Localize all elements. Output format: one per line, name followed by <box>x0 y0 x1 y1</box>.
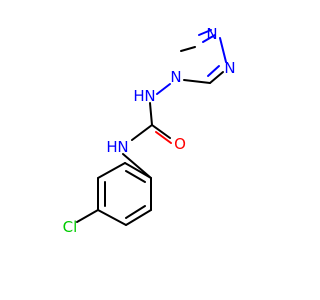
bond-ar2-inner <box>125 205 146 219</box>
bond-n2-c3-double <box>207 65 220 77</box>
bonds <box>76 29 227 226</box>
bond-carbonyl-o-double <box>155 131 172 144</box>
bond-n4-amino <box>156 83 171 95</box>
atom-amino-n: N <box>144 87 155 105</box>
atom-urea-o: O <box>174 135 186 153</box>
bond-ar3 <box>97 209 127 226</box>
bond-c5-n1 <box>202 34 216 43</box>
bond-n2-c3 <box>209 71 224 84</box>
bond-c3-n4 <box>183 79 211 84</box>
bond-n1-n2 <box>219 37 227 63</box>
atom-amino-h: H <box>133 87 144 105</box>
bond-c5-n1-double <box>198 29 212 36</box>
bond-c-cl <box>76 209 99 223</box>
atom-urea-n: N <box>117 138 128 156</box>
bond-amino-carbonyl <box>149 102 153 126</box>
bond-carbonyl-nh <box>131 124 153 141</box>
atom-labels: N N N H N H N O Cl <box>63 25 236 236</box>
atom-urea-h: H <box>106 138 117 156</box>
bond-carbonyl-o <box>151 124 171 139</box>
structure-diagram: N N N H N H N O Cl <box>63 25 236 236</box>
bond-ar6-inner <box>125 170 146 183</box>
bond-nh-aryl <box>122 153 152 179</box>
atom-triazole-n1: N <box>206 25 217 43</box>
bond-ar6 <box>124 162 152 179</box>
bond-ar2 <box>125 209 152 226</box>
atom-triazole-n4: N <box>170 68 181 86</box>
bond-c5-n4 <box>180 46 196 52</box>
atom-triazole-n2: N <box>224 59 235 77</box>
atom-chloro: Cl <box>63 218 78 236</box>
bond-ar5 <box>97 162 126 179</box>
